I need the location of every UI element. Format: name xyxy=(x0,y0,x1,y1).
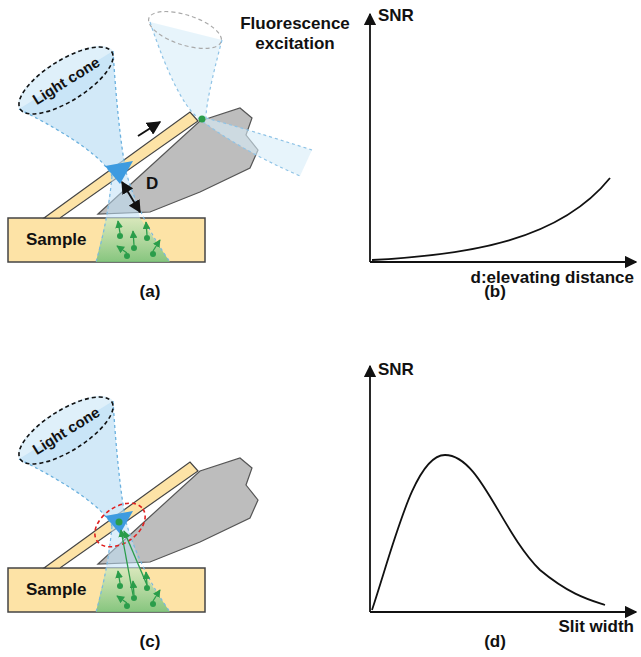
motion-arrow xyxy=(138,122,160,136)
light-cone-ellipse: Light cone xyxy=(8,383,124,478)
label: SNR xyxy=(378,360,438,380)
node-text: Light cone xyxy=(29,403,102,458)
panel-c-scene xyxy=(8,383,258,612)
light-cone-ellipse: Light cone xyxy=(8,33,124,128)
node-text: Sample xyxy=(26,230,86,250)
label: (a) xyxy=(110,282,190,302)
label: (d) xyxy=(455,632,535,652)
fluorophore-dot xyxy=(116,519,123,526)
sample-block: Sample xyxy=(8,218,205,262)
label: SNR xyxy=(378,6,438,26)
slit-region xyxy=(87,494,154,556)
panel-a-scene xyxy=(8,33,258,262)
annotation: Fluorescence excitation xyxy=(236,14,354,55)
emission-rays xyxy=(121,530,147,595)
sample-block: Sample xyxy=(8,568,205,612)
label: (c) xyxy=(110,632,190,652)
node-text: Sample xyxy=(26,580,86,600)
node-text: Light cone xyxy=(29,53,102,108)
label: D xyxy=(146,174,166,194)
chart-b xyxy=(370,14,636,262)
label: d:elevating distance xyxy=(430,268,634,288)
label: (b) xyxy=(455,282,535,302)
chart-d xyxy=(370,366,636,612)
distance-arrow xyxy=(122,182,140,212)
label: Slit width xyxy=(500,617,634,637)
